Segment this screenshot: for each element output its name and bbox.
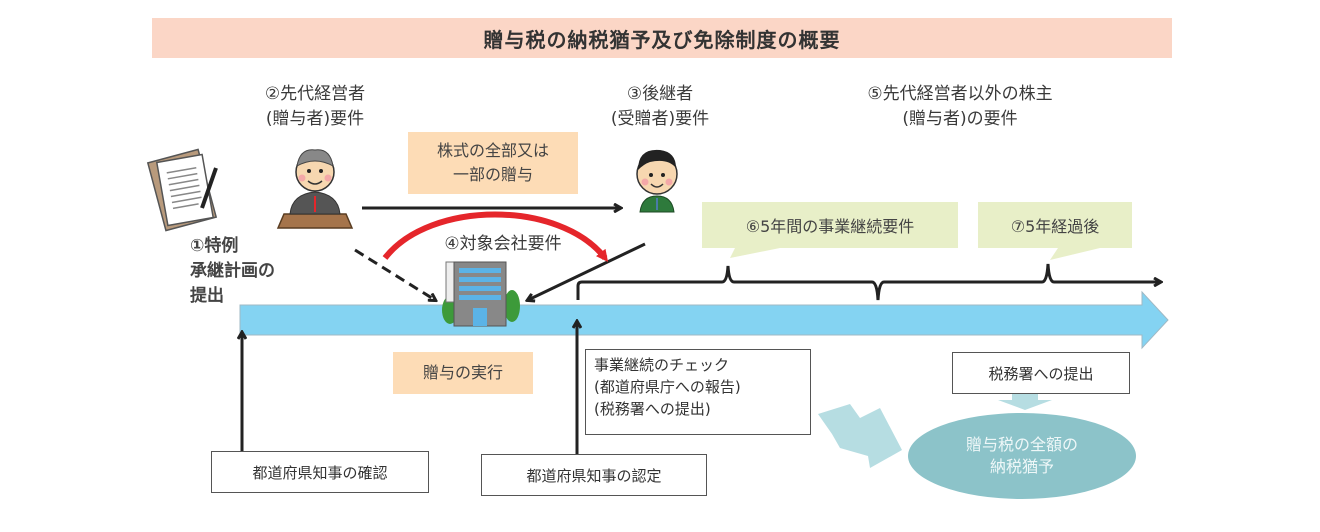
title-bar: 贈与税の納税猶予及び免除制度の概要 [152,18,1172,58]
timeline-arrow [239,290,1169,350]
tax-office-box: 税務署への提出 [952,352,1130,394]
step1-line2: 承継計画の [190,261,275,281]
successor-figure [636,149,678,213]
business-check-box: 事業継続のチェック (都道府県庁への報告) (税務署への提出) [585,349,811,435]
governor-certify-box: 都道府県知事の認定 [481,454,707,496]
document-icon [146,148,218,232]
five-year-bracket [576,263,1160,301]
governor-confirm-box: 都道府県知事の確認 [211,451,429,493]
result-line1: 贈与税の全額の [965,435,1078,454]
check-line2: (都道府県庁への報告) [594,378,741,396]
gift-line1: 株式の全部又は [436,141,549,160]
result-ellipse: 贈与税の全額の 納税猶予 [908,413,1136,499]
step7-text: ⑦5年経過後 [1010,217,1100,236]
step2-line2: (贈与者)要件 [265,109,365,129]
step5-line2: (贈与者)の要件 [902,109,1018,129]
step2-line1: ②先代経営者 [264,84,366,104]
check-to-result-arrow [818,404,902,468]
step5-label: ⑤先代経営者以外の株主 (贈与者)の要件 [800,82,1120,132]
governor-certify-text: 都道府県知事の認定 [526,466,662,485]
step1-label: ①特例 承継計画の 提出 [190,234,275,309]
execution-box: 贈与の実行 [393,352,533,394]
governor-confirm-text: 都道府県知事の確認 [252,463,388,482]
execution-text: 贈与の実行 [422,363,503,382]
bubble7-tail [1050,248,1100,260]
step6-text: ⑥5年間の事業継続要件 [745,217,915,236]
check-line1: 事業継続のチェック [594,356,730,374]
page-title: 贈与税の納税猶予及び免除制度の概要 [483,27,841,52]
taxoffice-down-arrow [998,394,1052,410]
gift-line2: 一部の贈与 [452,165,533,184]
predecessor-figure [276,149,354,229]
step3-line1: ③後継者 [626,84,694,104]
company-requirement-red-arrow [382,211,609,262]
step1-line3: 提出 [190,286,224,306]
step3-line2: (受贈者)要件 [610,109,710,129]
bubble6-tail [730,248,780,258]
step1-line1: ①特例 [190,236,239,256]
step2-label: ②先代経営者 (贈与者)要件 [220,82,410,132]
step4-label: ④対象会社要件 [444,234,562,254]
step6-bubble: ⑥5年間の事業継続要件 [702,202,958,248]
company-building-icon [442,261,520,327]
check-line3: (税務署への提出) [594,400,711,418]
step3-label: ③後継者 (受贈者)要件 [575,82,745,132]
successor-to-company-arrow [528,242,646,300]
step7-bubble: ⑦5年経過後 [978,202,1132,248]
predecessor-to-company-arrow [354,248,435,300]
step5-line1: ⑤先代経営者以外の株主 [867,84,1053,104]
result-line2: 納税猶予 [989,457,1054,476]
tax-office-text: 税務署への提出 [988,364,1094,383]
gift-box: 株式の全部又は 一部の贈与 [408,132,578,194]
